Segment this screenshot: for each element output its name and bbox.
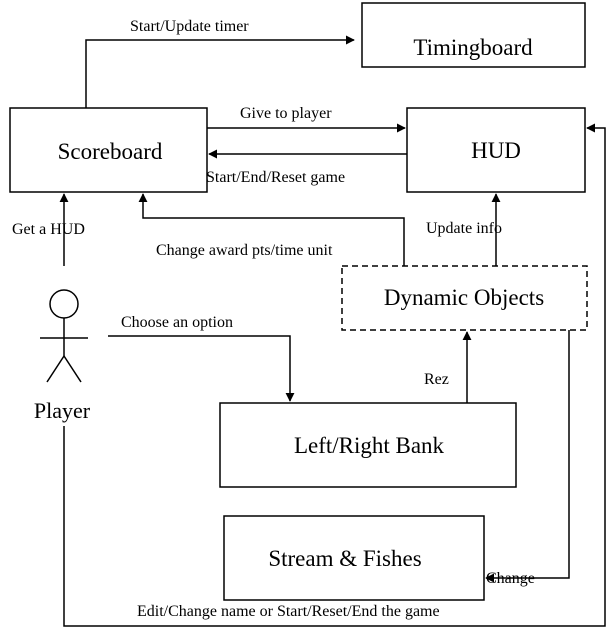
timingboard-label: Timingboard	[413, 35, 533, 60]
edge-label-give-to-player: Give to player	[240, 105, 332, 122]
edge-label-get-a-hud: Get a HUD	[12, 221, 85, 238]
stick-figure-icon	[40, 289, 88, 383]
left-right-bank-node: Left/Right Bank	[219, 402, 517, 488]
edge-update-info: Update info	[426, 193, 502, 266]
edge-change-award: Change award pts/time unit	[138, 193, 405, 266]
edge-edit-change-name: Edit/Change name or Start/Reset/End the …	[63, 123, 606, 627]
edge-rez: Rez	[424, 331, 472, 403]
dynamic-objects-node: Dynamic Objects	[341, 265, 588, 331]
edge-label-rez: Rez	[424, 371, 449, 388]
edge-give-to-player: Give to player	[207, 105, 406, 133]
stream-fishes-node: Stream & Fishes	[223, 515, 485, 601]
edge-change: Change	[485, 330, 570, 587]
stream-fishes-label: Stream & Fishes	[268, 546, 421, 571]
hud-label: HUD	[471, 138, 521, 163]
player-label: Player	[34, 398, 91, 423]
dynamic-objects-label: Dynamic Objects	[384, 285, 544, 310]
edge-start-update-timer: Start/Update timer	[85, 18, 355, 108]
player-actor: Player	[34, 289, 91, 423]
edge-start-end-reset-game: Start/End/Reset game	[206, 149, 407, 186]
left-right-bank-label: Left/Right Bank	[294, 433, 445, 458]
scoreboard-label: Scoreboard	[58, 139, 163, 164]
edge-label-edit-change-name: Edit/Change name or Start/Reset/End the …	[137, 603, 440, 620]
edge-label-change-award: Change award pts/time unit	[156, 242, 333, 259]
edge-get-a-hud: Get a HUD	[12, 193, 85, 266]
edge-choose-option: Choose an option	[108, 314, 295, 402]
timingboard-node: Timingboard	[361, 2, 586, 68]
edge-label-change: Change	[486, 570, 535, 587]
edge-label-start-end-reset-game: Start/End/Reset game	[206, 169, 345, 186]
edge-label-choose-option: Choose an option	[121, 314, 233, 331]
scoreboard-node: Scoreboard	[9, 107, 208, 193]
edge-label-start-update-timer: Start/Update timer	[130, 18, 249, 35]
hud-node: HUD	[406, 107, 586, 193]
edge-label-update-info: Update info	[426, 220, 502, 237]
